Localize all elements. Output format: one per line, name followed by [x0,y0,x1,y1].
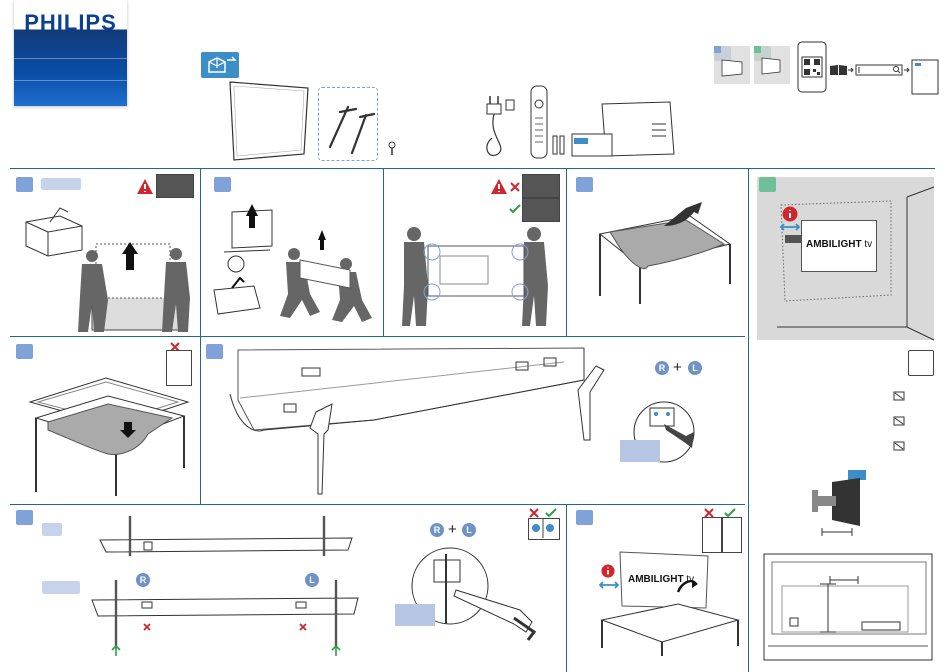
screw-count-note [395,604,435,626]
right-marker: R [655,361,669,375]
power-cable-illustration [478,86,518,160]
cross-icon [510,182,520,192]
stand-legs-illustration [318,87,398,159]
cover-table-illustration [590,204,740,314]
screw-spec-icon [893,391,905,401]
lay-tv-on-table-illustration [28,372,196,498]
screw-spec-icon [893,441,905,451]
screw-depth-illustration [812,470,872,540]
step-badge [576,510,593,525]
warning-icon [490,178,508,195]
remove-from-box-illustration [210,200,380,332]
screwdriver-detail-illustration [410,540,560,652]
screw-count-note [620,440,660,462]
distance-arrow-icon [779,222,801,232]
step-badge [214,177,231,192]
right-stand-label: R [136,573,150,587]
search-bar-illustration [846,60,942,100]
tv-on-table-illustration [598,548,744,658]
step-badge [16,510,33,525]
qr-code-icon [797,41,827,93]
left-marker: L [688,361,702,375]
plus-sign: + [673,359,682,376]
wrong-grip-icon [522,174,560,198]
check-icon [545,508,557,518]
left-marker: L [462,523,476,537]
warning-icon [136,178,154,195]
tv-back-dimensions-illustration [762,552,934,664]
correct-grip-icon [522,198,560,222]
step-badge [576,177,593,192]
check-icon [509,204,521,214]
screw-orientation-dots [528,518,558,538]
left-stand-label: L [305,573,319,587]
step-badge [206,344,223,359]
unbox-illustration [20,200,195,332]
right-marker: R [430,523,444,537]
documents-illustration [570,100,680,160]
carry-tv-illustration [400,226,560,332]
logo-wordmark: PHILIPS [14,10,127,36]
step-badge [16,344,33,359]
plus-sign: + [448,521,457,538]
tv-panel-illustration [228,80,310,162]
variant-label-a [42,523,62,536]
ambilight-tv-label: AMBILIGHT tv [628,574,694,585]
remote-control-illustration [527,84,567,160]
step-badge [16,177,33,192]
two-person-warning-icon [156,174,194,198]
cross-icon [529,508,539,518]
box-icon [201,52,239,78]
mount-choice-icons [714,46,794,86]
info-icon [782,206,798,222]
screw-spec-icon [893,416,905,426]
philips-logo: PHILIPS [14,0,127,106]
step-subtitle-bar [41,178,81,190]
ambilight-tv-label: AMBILIGHT tv [806,239,872,250]
variant-label-b [42,581,80,594]
stand-variants-illustration [86,510,366,670]
wall-bracket-icon [908,350,934,376]
